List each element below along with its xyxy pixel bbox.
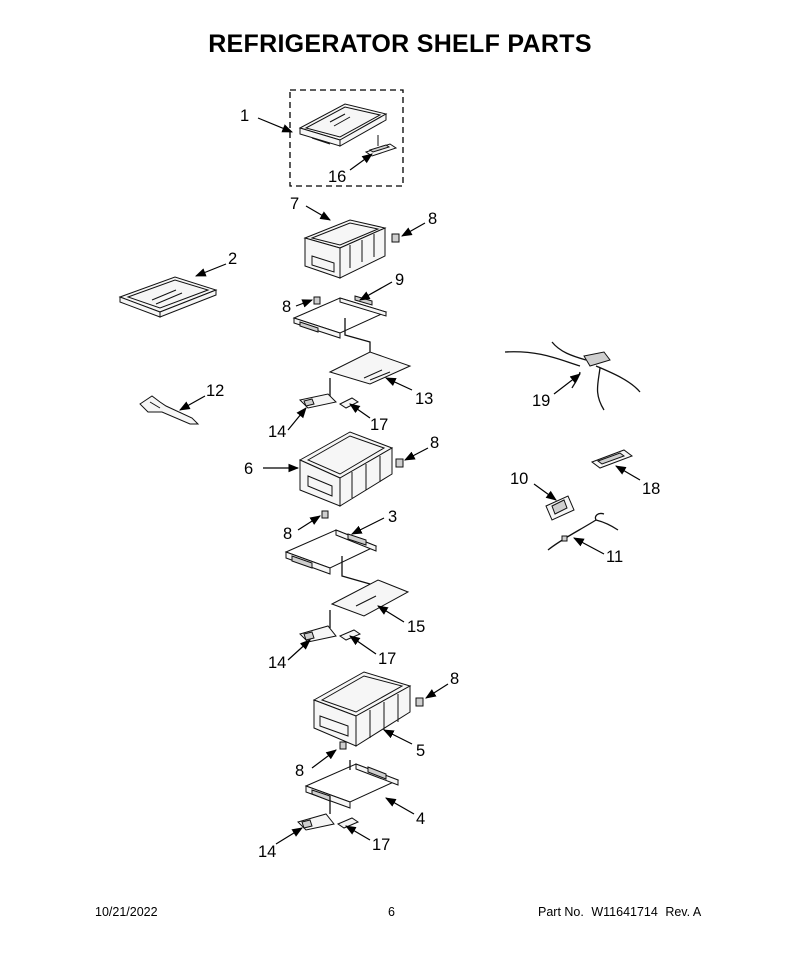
part-14-bracket-b[interactable] <box>299 625 337 643</box>
part-18-control-board[interactable] <box>590 449 634 469</box>
callout-3: 3 <box>388 508 397 526</box>
callout-15: 15 <box>407 618 425 636</box>
callout-11: 11 <box>606 548 623 566</box>
part-17-bracket-a[interactable] <box>339 397 359 409</box>
part-14-bracket-c[interactable] <box>297 813 335 831</box>
revision: Rev. A <box>665 905 702 919</box>
callout-17: 17 <box>372 836 390 854</box>
part-8-clip-b[interactable] <box>313 296 321 305</box>
callout-8: 8 <box>450 670 459 688</box>
callout-8: 8 <box>428 210 437 228</box>
callout-7: 7 <box>290 195 299 213</box>
callout-17: 17 <box>370 416 388 434</box>
part-12-hinge-bracket[interactable] <box>139 395 200 425</box>
callout-14: 14 <box>268 423 286 441</box>
part-6-drawer[interactable] <box>298 431 394 507</box>
footer-page-number: 6 <box>388 905 395 919</box>
part-9-slide-frame[interactable] <box>292 295 388 339</box>
callout-8: 8 <box>282 298 291 316</box>
part-number: W11641714 <box>591 905 658 919</box>
part-19-wire-harness[interactable] <box>504 341 641 411</box>
callout-18: 18 <box>642 480 660 498</box>
callout-4: 4 <box>416 810 425 828</box>
callout-14: 14 <box>258 843 276 861</box>
part-1-glass-shelf[interactable] <box>298 103 388 147</box>
leader-arrows <box>179 117 641 845</box>
part-14-bracket-a[interactable] <box>298 393 338 409</box>
dashed-group-box <box>289 89 404 187</box>
part-16-shelf-trim[interactable] <box>364 135 398 157</box>
callout-6: 6 <box>244 460 253 478</box>
callout-5: 5 <box>416 742 425 760</box>
callout-14: 14 <box>268 654 286 672</box>
callout-1: 1 <box>240 107 249 125</box>
callout-9: 9 <box>395 271 404 289</box>
callout-12: 12 <box>206 382 224 400</box>
part-8-clip-e[interactable] <box>415 697 424 707</box>
callout-10: 10 <box>510 470 528 488</box>
callout-8: 8 <box>430 434 439 452</box>
callout-8: 8 <box>295 762 304 780</box>
part-11-wire[interactable] <box>547 512 619 551</box>
callout-16: 16 <box>328 168 346 186</box>
part-3-slide-frame[interactable] <box>284 529 378 575</box>
part-10-sensor[interactable] <box>545 495 575 521</box>
callout-17: 17 <box>378 650 396 668</box>
part-7-drawer[interactable] <box>303 219 387 279</box>
part-8-clip-c[interactable] <box>395 458 404 468</box>
callout-13: 13 <box>415 390 433 408</box>
part-4-slide-frame[interactable] <box>304 763 400 809</box>
part-8-clip-a[interactable] <box>391 233 400 243</box>
part-8-clip-d[interactable] <box>321 510 329 519</box>
part-2-glass-shelf[interactable] <box>118 276 218 318</box>
part-15-cover[interactable] <box>330 579 410 617</box>
callout-8: 8 <box>283 525 292 543</box>
page-title: REFRIGERATOR SHELF PARTS <box>208 30 592 58</box>
callout-2: 2 <box>228 250 237 268</box>
callout-19: 19 <box>532 392 550 410</box>
part-5-drawer[interactable] <box>312 671 412 747</box>
part-13-cover[interactable] <box>328 351 412 385</box>
part-17-bracket-c[interactable] <box>336 817 360 829</box>
footer-date: 10/21/2022 <box>95 905 158 919</box>
part-8-clip-f[interactable] <box>339 741 347 750</box>
footer-part-info: Part No. W11641714 Rev. A <box>538 905 705 919</box>
part-number-label: Part No. <box>538 905 584 919</box>
part-17-bracket-b[interactable] <box>338 629 362 641</box>
